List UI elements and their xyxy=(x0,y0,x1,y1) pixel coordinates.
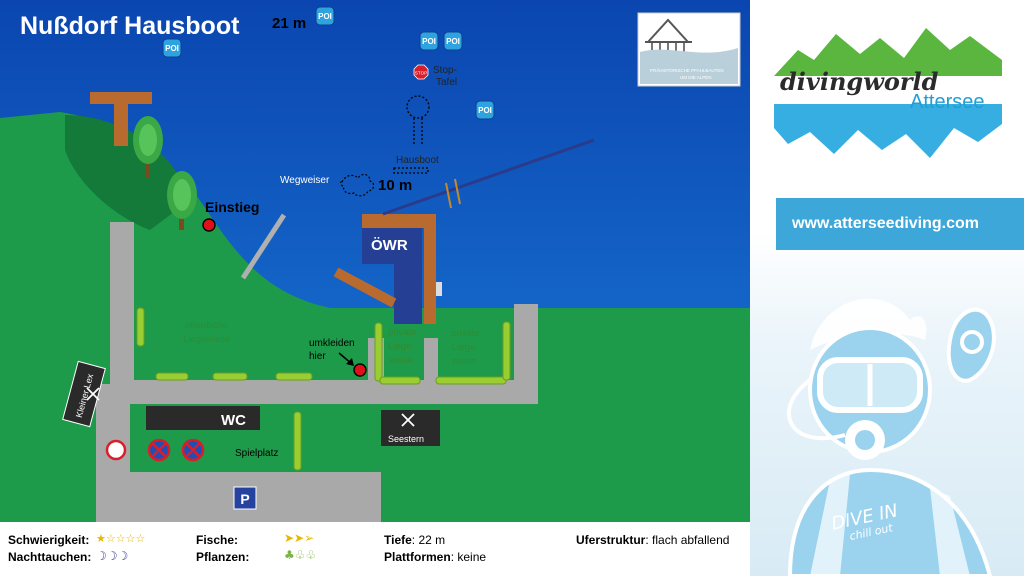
website-link[interactable]: www.atterseediving.com xyxy=(776,198,1024,250)
plants-key: Pflanzen: xyxy=(196,550,250,564)
hausboot-label: Hausboot xyxy=(396,155,439,166)
divingworld-logo[interactable]: divingworld Attersee xyxy=(770,20,1006,170)
poi-marker-4[interactable]: POI xyxy=(443,31,463,51)
entry-point-marker[interactable] xyxy=(202,218,216,232)
brand-panel: divingworld Attersee www.atterseediving.… xyxy=(750,0,1024,576)
logo-subtitle: Attersee xyxy=(910,91,984,113)
warning-sign-icon xyxy=(105,439,127,461)
poi-label: POI xyxy=(446,37,460,46)
shore-value: : flach abfallend xyxy=(645,533,730,547)
emblem-text-1: PRÄHISTORISCHE PFAHLBAUTEN xyxy=(650,67,724,73)
plants-icon: ♣♧♧ xyxy=(284,548,317,562)
tree-1 xyxy=(133,116,163,178)
depth-label-21: 21 m xyxy=(272,15,306,32)
ok-hand-icon xyxy=(946,307,996,383)
private-lawn-1-label-2: Liege- xyxy=(388,341,414,352)
private-lawn-1-label-1: private xyxy=(388,327,417,338)
wegweiser-label: Wegweiser xyxy=(280,175,330,186)
poi-label: POI xyxy=(422,37,436,46)
hausboot-icon xyxy=(393,95,430,174)
tree-2 xyxy=(167,171,197,230)
private-lawn-2-label-3: wiese xyxy=(451,356,476,367)
private-lawn-2-label-2: Liege- xyxy=(452,342,478,353)
seestern-label: Seestern xyxy=(388,434,424,444)
difficulty-stars-icon: ★☆☆☆☆ xyxy=(96,532,146,545)
site-info-bar: Schwierigkeit: ★☆☆☆☆ Nachttauchen: ☽☽☽ F… xyxy=(0,522,750,576)
hose-icon xyxy=(787,378,846,441)
restaurant-kleiner-lex[interactable]: Kleiner Lex xyxy=(62,360,106,428)
cutlery-icon xyxy=(86,387,100,401)
platforms-value: : keine xyxy=(450,550,487,564)
poi-marker-3[interactable]: POI xyxy=(419,31,439,51)
stop-sign-text: STOP xyxy=(415,71,427,76)
parking-label: P xyxy=(240,491,249,507)
stop-tafel-label-2: Tafel xyxy=(436,77,457,88)
owr-label: ÖWR xyxy=(371,237,408,254)
depth-key: Tiefe xyxy=(384,533,412,547)
diver-illustration: DIVE IN chill out xyxy=(787,298,996,576)
poi-label: POI xyxy=(478,106,492,115)
shore-key: Uferstruktur xyxy=(576,533,646,547)
restaurant-seestern[interactable]: Seestern xyxy=(381,410,440,446)
changing-arrowhead-icon xyxy=(346,358,354,366)
no-parking-sign-icon xyxy=(181,438,205,462)
rope-markers xyxy=(445,178,461,209)
fish-icon: ➤➤➢ xyxy=(284,531,315,545)
hedges xyxy=(136,307,511,471)
public-lawn-label-2: Liegewiese xyxy=(183,334,231,345)
entry-ramp xyxy=(240,213,287,280)
changing-area-label-2: hier xyxy=(309,351,326,362)
stop-sign-icon: STOP xyxy=(413,64,429,80)
private-lawn-1-label-3: wiese xyxy=(388,355,413,366)
shore-info: Uferstruktur: flach abfallend xyxy=(576,533,729,547)
poi-marker-2[interactable]: POI xyxy=(162,38,182,58)
parking-sign[interactable] xyxy=(233,486,257,510)
cutlery-icon xyxy=(401,413,415,427)
pfahlbauten-emblem: PRÄHISTORISCHE PFAHLBAUTEN UM DIE ALPEN xyxy=(637,12,741,87)
emblem-text-2: UM DIE ALPEN xyxy=(680,75,712,80)
dive-site-map: STOP POI POI POI POI POI 21 m 10 m Stop-… xyxy=(0,0,750,522)
poi-label: POI xyxy=(318,12,332,21)
platforms-key: Plattformen xyxy=(384,550,451,564)
public-lawn-label-1: öffentliche xyxy=(185,320,228,331)
einstieg-label: Einstieg xyxy=(205,199,259,215)
poi-label: POI xyxy=(165,44,179,53)
depth-info: Tiefe: 22 m xyxy=(384,533,445,547)
changing-area-label-1: umkleiden xyxy=(309,338,355,349)
poi-marker-5[interactable]: POI xyxy=(475,100,495,120)
map-canvas: STOP POI POI POI POI POI 21 m 10 m Stop-… xyxy=(0,0,750,522)
depth-value: : 22 m xyxy=(411,533,446,547)
no-parking-sign-icon xyxy=(147,438,171,462)
stop-tafel-label-1: Stop- xyxy=(433,65,457,76)
boat-ramp xyxy=(333,267,397,308)
road-network xyxy=(96,222,538,522)
night-dive-moon-icon: ☽☽☽ xyxy=(96,549,129,563)
logo-text: divingworld xyxy=(780,67,939,96)
pile-dwelling-icon xyxy=(647,18,689,43)
changing-point-marker[interactable] xyxy=(353,363,367,377)
depth-label-10: 10 m xyxy=(378,177,412,194)
difficulty-key: Schwierigkeit: xyxy=(8,533,90,547)
fish-key: Fische: xyxy=(196,533,239,547)
poi-marker-1[interactable]: POI xyxy=(315,6,335,26)
hill xyxy=(65,115,190,230)
page-title: Nußdorf Hausboot xyxy=(20,12,240,40)
private-lawn-2-label-1: private xyxy=(451,328,480,339)
night-dive-key: Nachttauchen: xyxy=(8,550,92,564)
pier-north xyxy=(90,92,152,146)
playground-label: Spielplatz xyxy=(235,448,278,459)
owr-station xyxy=(333,214,442,324)
wc-label: WC xyxy=(221,412,246,429)
guide-rope xyxy=(382,138,595,216)
wegweiser-icon xyxy=(340,173,375,197)
wc-building xyxy=(146,406,260,430)
platforms-info: Plattformen: keine xyxy=(384,550,486,564)
